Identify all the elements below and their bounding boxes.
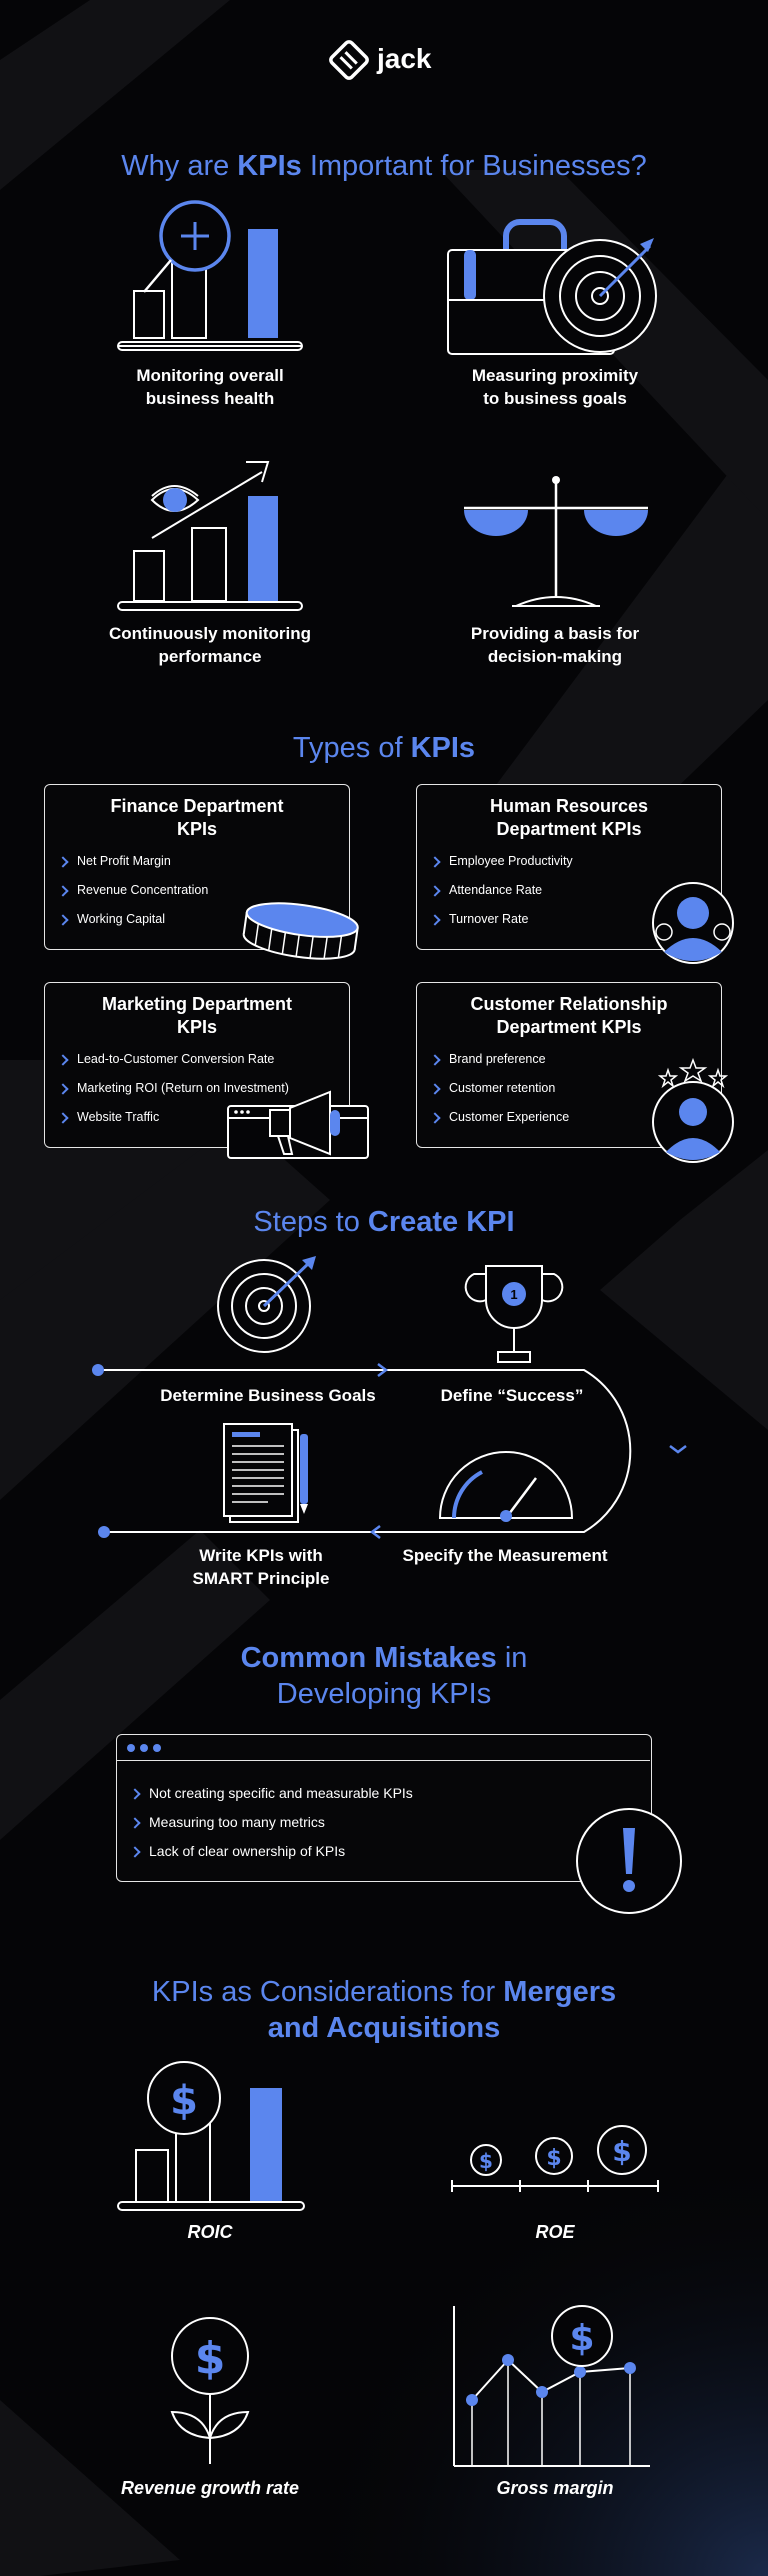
list-item: Employee Productivity [431,847,721,876]
balance-scale-icon [464,476,648,607]
svg-text:$: $ [170,2078,198,2124]
list-item: Brand preference [431,1045,721,1074]
steps-path [92,1363,687,1539]
list-item: Working Capital [59,905,349,934]
brand-logo[interactable]: jack [327,38,447,82]
mergers-acquisitions-heading: KPIs as Considerations for Mergers and A… [151,1976,617,2044]
trophy-icon: 1 [464,1265,564,1363]
exclamation-icon [576,1808,682,1914]
svg-text:$: $ [612,2135,631,2168]
people-icon [652,882,734,964]
svg-text:$: $ [569,2318,594,2359]
bar-chart-magnifier-icon [117,200,303,351]
why-kpis-heading: Why are KPIs Important for Businesses? [121,150,647,182]
ma-item-roic-label: ROIC [187,2222,233,2242]
list-item: Lack of clear ownership of KPIs [131,1837,651,1866]
coin-stack-icon [242,902,359,960]
svg-text:$: $ [479,2149,493,2173]
list-item: Marketing ROI (Return on Investment) [59,1074,349,1103]
mistakes-window-card: Not creating specific and measurable KPI… [116,1734,652,1882]
svg-text:$: $ [195,2333,226,2384]
list-item: Customer Experience [431,1103,721,1132]
step-2-label: Define “Success” [440,1386,584,1405]
ma-item-gross-margin-label: Gross margin [496,2478,614,2498]
window-dot [140,1744,148,1752]
brand-name: jack [377,43,432,74]
list-item: Measuring too many metrics [131,1808,651,1837]
window-titlebar [117,1735,650,1761]
customer-stars-icon [652,1057,734,1163]
dollar-bar-chart-icon: $ [117,2061,305,2211]
steps-create-kpi-heading: Steps to Create KPI [253,1206,515,1238]
jack-logo-icon [329,40,369,80]
window-dot [127,1744,135,1752]
ma-item-revenue-growth-label: Revenue growth rate [120,2478,300,2498]
megaphone-browser-icon [227,1090,369,1159]
step-1-label: Determine Business Goals [160,1386,376,1405]
list-item: Lead-to-Customer Conversion Rate [59,1045,349,1074]
list-item: Website Traffic [59,1103,349,1132]
target-icon [217,1256,316,1353]
list-item: Not creating specific and measurable KPI… [131,1779,651,1808]
dollar-line-chart-icon: $ [453,2305,650,2467]
briefcase-target-icon [447,219,657,355]
svg-text:$: $ [546,2146,561,2171]
types-of-kpis-heading: Types of KPIs [292,732,476,764]
step-3-label: Specify the Measurement [402,1546,608,1565]
window-dot [153,1744,161,1752]
list-item: Net Profit Margin [59,847,349,876]
ma-item-roe-label: ROE [535,2222,575,2242]
list-item: Revenue Concentration [59,876,349,905]
dollar-plant-icon: $ [170,2317,250,2464]
dollar-coins-line-icon: $ $ $ [451,2125,659,2192]
list-item: Turnover Rate [431,905,721,934]
list-item: Attendance Rate [431,876,721,905]
svg-text:1: 1 [510,1287,517,1302]
eye-growth-chart-icon [117,461,303,611]
document-pen-icon [223,1423,308,1523]
gauge-icon [438,1451,574,1522]
list-item: Customer retention [431,1074,721,1103]
common-mistakes-heading: Common Mistakes in Developing KPIs [240,1642,528,1710]
